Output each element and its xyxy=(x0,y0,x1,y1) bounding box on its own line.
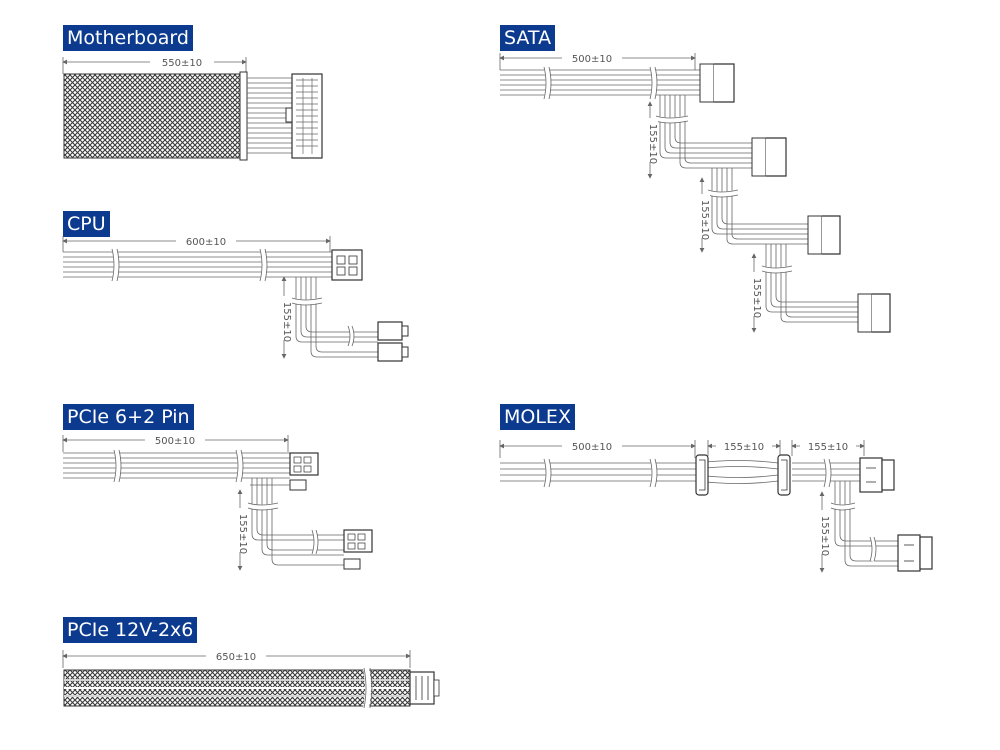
molex-seg2-dim: 155±10 xyxy=(808,442,848,453)
sata-seg1-dim: 155±10 xyxy=(647,124,658,164)
molex-label: MOLEX xyxy=(500,404,575,430)
molex-seg1-dim: 155±10 xyxy=(724,442,764,453)
cpu-cable: 600±10 xyxy=(62,235,409,362)
sata-length-dim: 500±10 xyxy=(572,54,612,65)
pcie-6-2-cable: 500±10 xyxy=(62,434,373,571)
cpu-label: CPU xyxy=(63,211,110,237)
motherboard-cable: 550±10 xyxy=(62,56,323,161)
pcie-12v-2x6-label: PCIe 12V-2x6 xyxy=(63,617,198,643)
pcie62-length-dim: 500±10 xyxy=(155,436,195,447)
molex-cable: 500±10 155±10 155±10 xyxy=(499,440,933,573)
sata-seg3-dim: 155±10 xyxy=(751,278,762,318)
pcie12v-length-dim: 650±10 xyxy=(216,652,256,663)
molex-seg3-dim: 155±10 xyxy=(819,516,830,556)
pcie-6-2-pin-label: PCIe 6+2 Pin xyxy=(63,404,194,430)
motherboard-label: Motherboard xyxy=(63,25,193,51)
pcie62-seg-dim: 155±10 xyxy=(237,514,248,554)
sata-cable: 500±10 155±10 xyxy=(499,52,891,333)
cpu-length-dim: 600±10 xyxy=(186,237,226,248)
sata-label: SATA xyxy=(500,25,556,51)
molex-length-dim: 500±10 xyxy=(572,442,612,453)
motherboard-length-dim: 550±10 xyxy=(162,58,202,69)
cpu-seg-dim: 155±10 xyxy=(281,302,292,342)
pcie-12v-2x6-cable: 650±10 xyxy=(62,650,440,709)
sata-seg2-dim: 155±10 xyxy=(699,200,710,240)
